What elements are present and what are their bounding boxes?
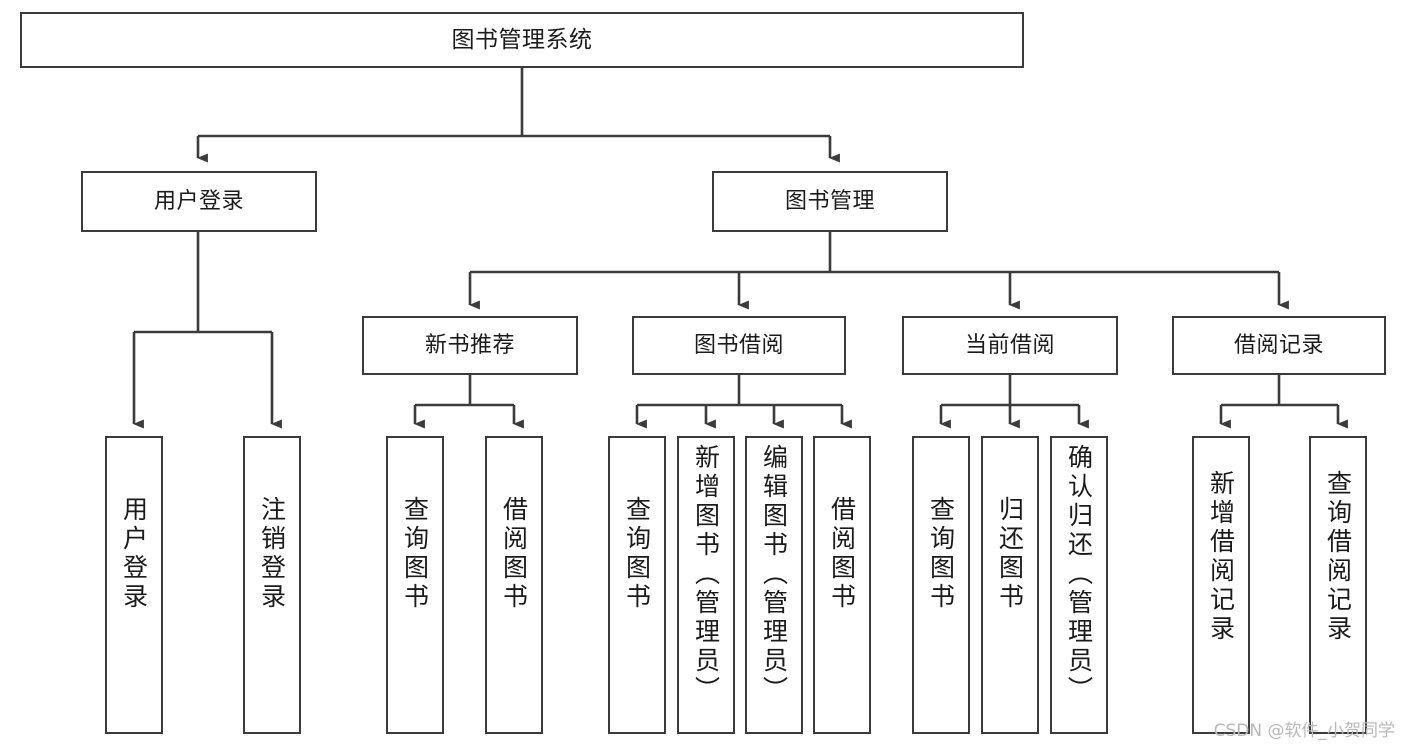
- node-leaf-edit-book-label: 编辑图书（管理员）: [759, 444, 789, 705]
- node-book-borrow[interactable]: 图书借阅: [632, 316, 846, 375]
- node-leaf-add-book[interactable]: 新增图书（管理员）: [677, 436, 735, 734]
- node-book-borrow-label: 图书借阅: [693, 332, 784, 358]
- node-leaf-user-login-label: 用户登录: [119, 496, 149, 612]
- node-user-login[interactable]: 用户登录: [81, 171, 317, 232]
- node-leaf-borrow-book-1[interactable]: 借阅图书: [485, 436, 543, 734]
- node-leaf-query-record[interactable]: 查询借阅记录: [1309, 436, 1367, 734]
- node-root[interactable]: 图书管理系统: [20, 12, 1024, 68]
- node-leaf-logout-login[interactable]: 注销登录: [243, 436, 301, 734]
- node-leaf-return-book[interactable]: 归还图书: [981, 436, 1039, 734]
- node-leaf-borrow-book-1-label: 借阅图书: [499, 496, 529, 612]
- node-borrow-record-label: 借阅记录: [1233, 332, 1324, 358]
- node-leaf-confirm-return-label: 确认归还（管理员）: [1064, 444, 1094, 705]
- watermark: CSDN @软件_小贺同学: [1213, 721, 1395, 741]
- node-new-book-recommend-label: 新书推荐: [424, 332, 515, 358]
- node-leaf-user-login[interactable]: 用户登录: [105, 436, 163, 734]
- node-current-borrow[interactable]: 当前借阅: [902, 316, 1118, 375]
- node-leaf-query-book-1-label: 查询图书: [400, 496, 430, 612]
- node-book-manage[interactable]: 图书管理: [712, 171, 948, 232]
- node-leaf-query-book-1[interactable]: 查询图书: [386, 436, 444, 734]
- node-root-label: 图书管理系统: [451, 26, 593, 53]
- node-leaf-logout-login-label: 注销登录: [257, 496, 287, 612]
- node-leaf-return-book-label: 归还图书: [995, 496, 1025, 612]
- node-leaf-borrow-book-2[interactable]: 借阅图书: [813, 436, 871, 734]
- node-leaf-query-book-2-label: 查询图书: [622, 496, 652, 612]
- node-leaf-add-book-label: 新增图书（管理员）: [691, 444, 721, 705]
- node-current-borrow-label: 当前借阅: [964, 332, 1055, 358]
- node-new-book-recommend[interactable]: 新书推荐: [362, 316, 578, 375]
- node-borrow-record[interactable]: 借阅记录: [1172, 316, 1386, 375]
- node-leaf-query-book-3[interactable]: 查询图书: [912, 436, 970, 734]
- node-leaf-query-book-3-label: 查询图书: [926, 496, 956, 612]
- node-leaf-add-record-label: 新增借阅记录: [1206, 470, 1236, 644]
- node-leaf-query-book-2[interactable]: 查询图书: [608, 436, 666, 734]
- node-leaf-edit-book[interactable]: 编辑图书（管理员）: [745, 436, 803, 734]
- node-leaf-query-record-label: 查询借阅记录: [1323, 470, 1353, 644]
- node-user-login-label: 用户登录: [153, 188, 244, 214]
- node-leaf-add-record[interactable]: 新增借阅记录: [1192, 436, 1250, 734]
- node-leaf-confirm-return[interactable]: 确认归还（管理员）: [1050, 436, 1108, 734]
- node-book-manage-label: 图书管理: [784, 188, 875, 214]
- node-leaf-borrow-book-2-label: 借阅图书: [827, 496, 857, 612]
